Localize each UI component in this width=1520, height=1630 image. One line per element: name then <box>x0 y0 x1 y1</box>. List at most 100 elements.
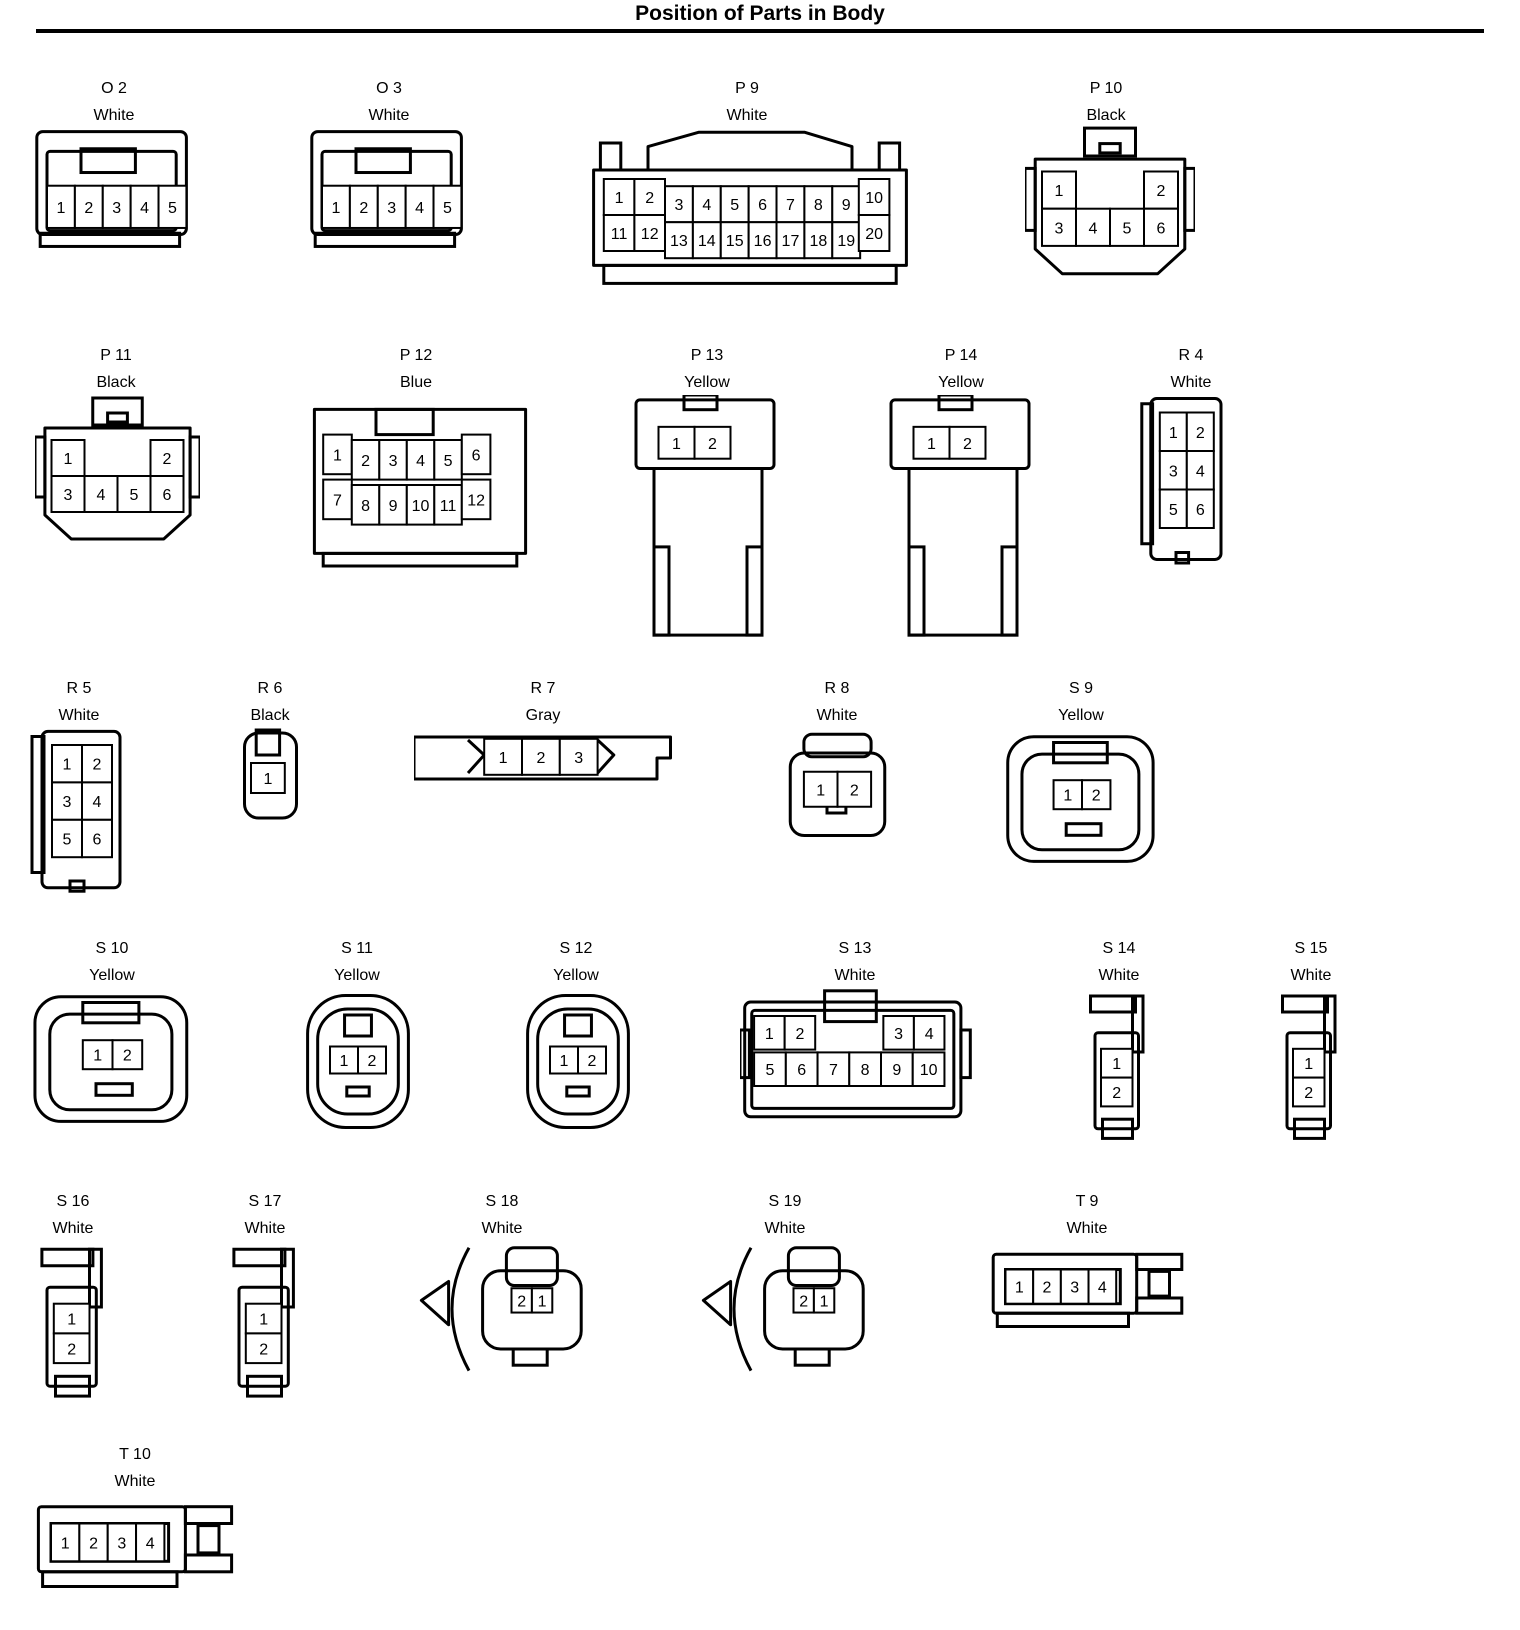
pin-cavity: 1 <box>549 1045 579 1075</box>
connector-housing: 12 <box>40 1247 103 1398</box>
pin-cavity: 1 <box>1041 170 1077 210</box>
connector-id-label: O 2 <box>101 80 127 97</box>
pin-cavity: 2 <box>357 1045 387 1075</box>
pin-cavity: 3 <box>1158 450 1188 491</box>
pin-number: 8 <box>361 498 370 515</box>
connector-color-label: White <box>93 107 135 124</box>
pin-number: 2 <box>89 1535 98 1552</box>
pin-number: 1 <box>259 1312 268 1329</box>
pin-cavity: 2 <box>52 1332 91 1365</box>
pin-cavity: 2 <box>1081 779 1112 811</box>
pin-number: 7 <box>333 492 342 509</box>
pin-number: 11 <box>440 498 457 515</box>
pin-cavity: 4 <box>135 1522 166 1563</box>
pin-number: 2 <box>799 1293 808 1310</box>
pin-cavity: 8 <box>848 1051 883 1087</box>
pin-cavity: 1 <box>1052 779 1084 811</box>
connector-housing: 12 <box>232 1247 295 1398</box>
pin-number: 4 <box>1098 1280 1107 1297</box>
pin-number: 2 <box>517 1293 526 1310</box>
pin-cavity: 6 <box>149 475 185 513</box>
pin-number: 2 <box>536 750 545 767</box>
pin-number: 6 <box>1196 502 1205 519</box>
connector-id-label: P 14 <box>944 347 978 364</box>
connector-id-label: P 13 <box>690 347 724 364</box>
title-rule <box>36 29 1484 33</box>
pin-cavity: 9 <box>378 484 408 526</box>
pin-cavity: 10 <box>857 178 891 216</box>
pin-number: 2 <box>361 453 370 470</box>
pin-cavity: 5 <box>116 475 152 513</box>
pin-cavity: 14 <box>691 221 722 260</box>
pin-number: 4 <box>97 487 106 504</box>
pin-number: 2 <box>93 757 102 774</box>
pin-number: 4 <box>415 200 424 217</box>
pin-cavity: 4 <box>912 1015 946 1051</box>
pin-cavity: 2 <box>1292 1076 1326 1108</box>
pin-cavity: 2 <box>73 184 104 229</box>
pin-number: 11 <box>611 226 628 243</box>
pin-number: 2 <box>67 1341 76 1358</box>
pin-number: 4 <box>146 1535 155 1552</box>
pin-cavity: 10 <box>911 1051 946 1087</box>
pin-cavity: 2 <box>78 1522 109 1563</box>
pin-cavity: 7 <box>775 185 806 224</box>
connector-color-label: Blue <box>399 374 433 391</box>
pin-number: 6 <box>472 447 481 464</box>
pin-number: 1 <box>560 1053 569 1070</box>
pin-number: 7 <box>786 197 795 214</box>
pin-cavity: 2 <box>577 1045 607 1075</box>
pin-cavity: 1 <box>483 737 523 776</box>
pin-cavity: 7 <box>816 1051 851 1087</box>
pin-number: 6 <box>93 832 102 849</box>
pin-cavity: 6 <box>1143 207 1179 247</box>
pin-number: 15 <box>726 233 744 250</box>
pin-number: 2 <box>1304 1085 1313 1102</box>
connector-color-label: White <box>114 1473 156 1490</box>
pin-number: 6 <box>1157 220 1166 237</box>
connector-id-label: T 9 <box>1075 1193 1099 1210</box>
pin-number: 2 <box>123 1048 132 1065</box>
connector-id-label: S 12 <box>559 940 593 957</box>
pin-number: 4 <box>93 794 102 811</box>
pin-cavity: 7 <box>322 478 353 521</box>
pin-cavity: 9 <box>880 1051 914 1087</box>
connector-id-label: S 15 <box>1294 940 1328 957</box>
connector-id-label: S 13 <box>838 940 872 957</box>
connector-color-label: Black <box>250 707 290 724</box>
pin-cavity: 1 <box>46 184 76 229</box>
pin-cavity: 18 <box>803 221 834 260</box>
pin-cavity: 6 <box>460 433 492 476</box>
pin-cavity: 1 <box>250 762 286 794</box>
pin-cavity: 12 <box>460 478 492 521</box>
pin-cavity: 3 <box>1059 1268 1090 1305</box>
pin-number: 1 <box>56 200 65 217</box>
connector-id-label: P 10 <box>1089 80 1123 97</box>
connector-color-label: White <box>764 1220 806 1237</box>
connector-id-label: R 8 <box>824 680 850 697</box>
connector-id-label: S 11 <box>341 940 373 957</box>
pin-number: 2 <box>850 782 859 799</box>
connector-color-label: White <box>481 1220 523 1237</box>
pin-number: 2 <box>368 1053 377 1070</box>
pin-cavity: 1 <box>802 770 839 808</box>
pin-cavity: 5 <box>753 1051 787 1087</box>
connector-color-label: Yellow <box>684 374 730 391</box>
pin-number: 2 <box>1112 1085 1121 1102</box>
pin-cavity: 1 <box>1158 411 1188 452</box>
connector-id-label: S 10 <box>95 940 129 957</box>
pin-cavity: 1 <box>1292 1047 1326 1079</box>
pin-cavity: 20 <box>857 214 891 252</box>
pin-number: 4 <box>416 453 425 470</box>
